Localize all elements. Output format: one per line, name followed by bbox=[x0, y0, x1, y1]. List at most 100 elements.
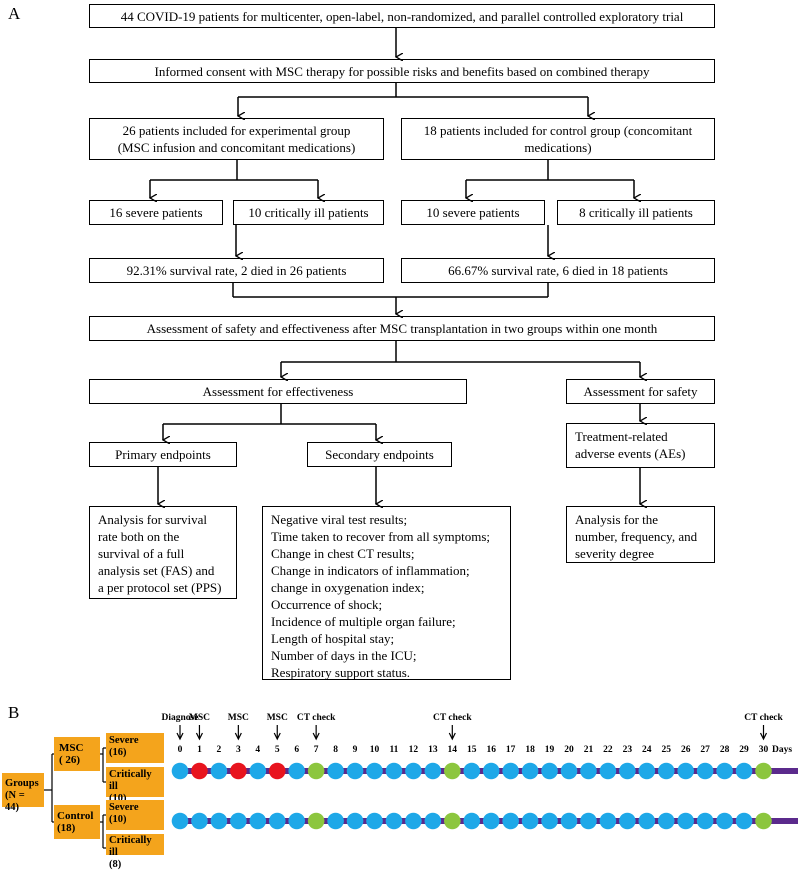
day-label: 28 bbox=[720, 745, 730, 755]
day-dot bbox=[230, 762, 247, 780]
day-label: 8 bbox=[333, 745, 338, 755]
ctrl-severe-line: (10) bbox=[109, 814, 127, 825]
day-dot bbox=[735, 812, 753, 830]
day-label: 12 bbox=[409, 745, 419, 755]
secondary-list-item: Incidence of multiple organ failure; bbox=[271, 614, 456, 629]
day-dot bbox=[677, 762, 694, 780]
day-dot bbox=[638, 762, 656, 780]
day-label: 7 bbox=[314, 745, 319, 755]
day-label: 15 bbox=[467, 745, 477, 755]
day-label: 4 bbox=[255, 745, 260, 755]
day-dot bbox=[696, 812, 714, 830]
event-label: Diagnose bbox=[162, 713, 199, 723]
safety-analysis-line: number, frequency, and bbox=[575, 529, 698, 544]
day-dot bbox=[249, 762, 267, 780]
ctrl-severe-box: 10 severe patients bbox=[401, 200, 545, 225]
day-dot bbox=[755, 762, 772, 780]
control-group-box: 18 patients included for control group (… bbox=[401, 118, 715, 160]
day-dot bbox=[385, 762, 403, 780]
safety-analysis-line: Analysis for the bbox=[575, 512, 659, 527]
event-arrow-head bbox=[176, 732, 184, 741]
day-dot bbox=[230, 812, 247, 830]
experimental-group-line-2: (MSC infusion and concomitant medication… bbox=[117, 140, 356, 155]
ctrl-critical-line: (8) bbox=[109, 859, 122, 870]
trial-box: 44 COVID-19 patients for multicenter, op… bbox=[89, 4, 715, 28]
day-dot bbox=[366, 762, 383, 780]
treatment-ae-line-2: adverse events (AEs) bbox=[575, 446, 686, 461]
event-label: MSC bbox=[228, 713, 249, 723]
day-label: 17 bbox=[506, 745, 516, 755]
day-label: 19 bbox=[545, 745, 555, 755]
effectiveness-text: Assessment for effectiveness bbox=[202, 384, 354, 399]
ctrl-severe-line: Severe bbox=[109, 802, 139, 813]
exp-survival-box: 92.31% survival rate, 2 died in 26 patie… bbox=[89, 258, 384, 283]
day-label: 3 bbox=[236, 745, 241, 755]
msc-group-label-line: ( 26) bbox=[59, 754, 81, 766]
event-arrow-head bbox=[312, 732, 320, 741]
day-dot bbox=[541, 812, 558, 830]
secondary-list-item: Respiratory support status. bbox=[271, 665, 411, 680]
day-dot bbox=[307, 812, 325, 830]
secondary-list-item: Number of days in the ICU; bbox=[271, 648, 417, 663]
event-arrow-head bbox=[195, 732, 203, 741]
control-group-label-line: Control bbox=[57, 810, 94, 822]
day-dot bbox=[171, 812, 189, 830]
day-dot bbox=[346, 762, 364, 780]
day-dot bbox=[677, 812, 694, 830]
safety-box: Assessment for safety bbox=[566, 379, 715, 404]
day-label: 21 bbox=[584, 745, 594, 755]
day-dot bbox=[755, 812, 772, 830]
day-label: 30 bbox=[759, 745, 769, 755]
event-label: MSC bbox=[267, 713, 288, 723]
safety-analysis-line: severity degree bbox=[575, 546, 655, 561]
msc-severe-label: Severe (16) bbox=[106, 733, 164, 763]
day-label: 25 bbox=[662, 745, 672, 755]
day-dot bbox=[463, 762, 481, 780]
primary-analysis-line: survival of a full bbox=[98, 546, 185, 561]
day-dot bbox=[560, 812, 578, 830]
flowchart-connectors bbox=[0, 28, 800, 690]
secondary-endpoints-box: Secondary endpoints bbox=[307, 442, 452, 467]
day-dot bbox=[735, 762, 753, 780]
day-label: 1 bbox=[197, 745, 202, 755]
panel-a-label: A bbox=[8, 4, 21, 23]
day-dot bbox=[599, 812, 617, 830]
msc-critical-line: Critically ill bbox=[109, 769, 152, 792]
day-label: 26 bbox=[681, 745, 691, 755]
day-dot bbox=[249, 812, 267, 830]
secondary-list-item: Length of hospital stay; bbox=[271, 631, 395, 646]
day-dot bbox=[444, 812, 461, 830]
trial-text: 44 COVID-19 patients for multicenter, op… bbox=[120, 8, 684, 24]
event-arrow-head bbox=[273, 732, 281, 741]
treatment-ae-line-1: Treatment-related bbox=[575, 429, 668, 444]
safety-analysis-box: Analysis for the number, frequency, and … bbox=[566, 506, 715, 563]
day-dot bbox=[599, 762, 617, 780]
day-dot bbox=[405, 812, 422, 830]
day-dot bbox=[268, 762, 286, 780]
ctrl-survival-text: 66.67% survival rate, 6 died in 18 patie… bbox=[448, 263, 668, 278]
event-label: CT check bbox=[433, 713, 472, 723]
day-label: 24 bbox=[642, 745, 652, 755]
day-dot bbox=[268, 812, 286, 830]
day-dot bbox=[482, 762, 500, 780]
group-tree-lines bbox=[44, 747, 106, 849]
treatment-ae-box: Treatment-related adverse events (AEs) bbox=[566, 423, 715, 468]
primary-analysis-line: Analysis for survival bbox=[98, 512, 208, 527]
ctrl-critical-text: 8 critically ill patients bbox=[579, 205, 693, 220]
secondary-list-item: Occurrence of shock; bbox=[271, 597, 383, 612]
exp-critical-box: 10 critically ill patients bbox=[233, 200, 384, 225]
primary-analysis-line: analysis set (FAS) and bbox=[98, 563, 215, 578]
msc-group-label: MSC ( 26) bbox=[54, 737, 100, 771]
day-label: 2 bbox=[217, 745, 222, 755]
day-label: 27 bbox=[700, 745, 710, 755]
day-dot bbox=[657, 812, 675, 830]
day-label: 22 bbox=[603, 745, 613, 755]
control-group-line-1: 18 patients included for control group (… bbox=[423, 123, 693, 138]
day-dot bbox=[288, 812, 306, 830]
day-dot bbox=[696, 762, 714, 780]
day-label: 14 bbox=[448, 745, 458, 755]
exp-severe-text: 16 severe patients bbox=[109, 205, 203, 220]
day-dot bbox=[580, 762, 597, 780]
